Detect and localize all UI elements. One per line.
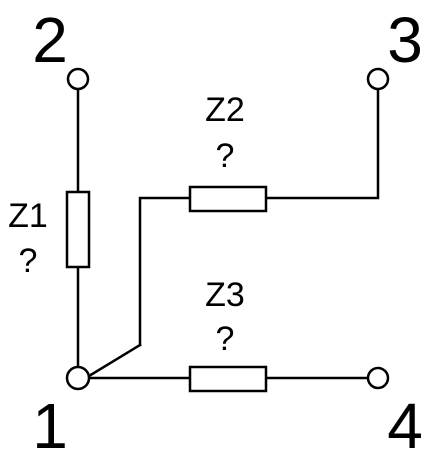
impedance-z3 [188,365,268,393]
node-label-2: 2 [32,4,68,76]
node-label-3: 3 [387,4,423,76]
impedance-name-z1: Z1 [8,197,48,235]
impedance-name-z2: Z2 [205,91,245,129]
node-label-4: 4 [387,390,423,452]
terminal-node-3 [366,67,390,91]
terminal-node-4 [366,366,390,390]
impedance-z2 [188,185,268,213]
wire-node1-diagonal [87,343,142,378]
wire-branch-to-z2 [138,196,192,347]
impedance-value-z3: ? [216,320,235,358]
terminal-node-1 [65,365,91,391]
wire-z2-node3 [264,88,380,200]
impedance-value-z1: ? [19,242,38,280]
impedance-value-z2: ? [216,137,235,175]
impedance-name-z3: Z3 [205,276,245,314]
impedance-z1 [65,190,91,269]
node-label-1: 1 [32,390,68,452]
terminal-node-2 [66,67,90,91]
